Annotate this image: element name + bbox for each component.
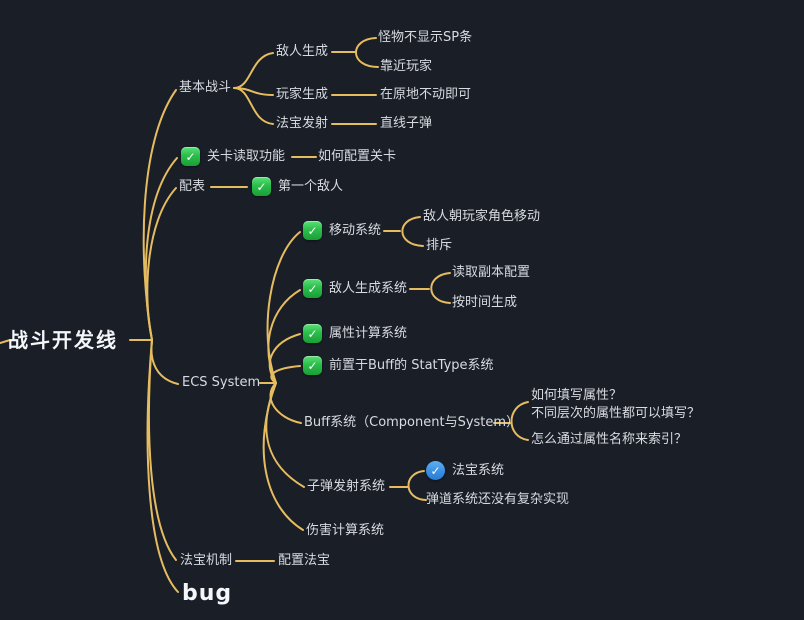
node-label: 敌人生成系统: [329, 280, 408, 296]
node-approach-player[interactable]: 靠近玩家: [380, 58, 432, 76]
node-label: 子弹发射系统: [307, 479, 386, 494]
node-label: 排斥: [426, 238, 453, 253]
branch-level-loading[interactable]: ✓ 关卡读取功能: [181, 147, 285, 166]
connector-root-left-stub: [0, 339, 11, 344]
node-label: 前置于Buff的 StatType系统: [329, 357, 494, 373]
node-enemy-spawn-system[interactable]: ✓ 敌人生成系统: [303, 279, 407, 298]
node-enemy-move-to-player[interactable]: 敌人朝玩家角色移动: [423, 208, 540, 226]
node-attr-calc-system[interactable]: ✓ 属性计算系统: [303, 324, 407, 343]
connector-ecs-move-system: [266, 231, 301, 384]
node-how-config-level[interactable]: 如何配置关卡: [318, 148, 396, 166]
node-label: 怪物不显示SP条: [378, 30, 473, 45]
node-buff-system[interactable]: Buff系统（Component与System）: [304, 414, 519, 432]
task-done-check-icon: ✓: [303, 324, 322, 343]
connector-ecs-buff-system: [269, 382, 302, 424]
node-stay-in-place[interactable]: 在原地不动即可: [380, 86, 471, 104]
task-done-check-icon: ✓: [303, 279, 322, 298]
branch-treasure-mechanism[interactable]: 法宝机制: [180, 552, 232, 570]
node-label: 如何填写属性？ 不同层次的属性都可以填写？: [531, 388, 701, 421]
node-spawn-by-time[interactable]: 按时间生成: [452, 294, 517, 312]
branch-label: bug: [182, 581, 233, 606]
node-move-system[interactable]: ✓ 移动系统: [303, 221, 381, 240]
branch-label: ECS System: [182, 375, 261, 390]
node-repulsion[interactable]: 排斥: [426, 237, 452, 255]
task-done-check-icon: ✓: [181, 147, 200, 166]
node-label: Buff系统（Component与System）: [304, 415, 520, 430]
node-damage-calc-system[interactable]: 伤害计算系统: [306, 522, 384, 540]
task-done-check-icon: ✓: [303, 221, 322, 240]
node-label: 法宝发射: [276, 116, 329, 131]
connector-root-ecs: [150, 339, 179, 385]
node-label: 敌人朝玩家角色移动: [423, 209, 541, 224]
branch-label: 基本战斗: [179, 80, 232, 95]
node-first-enemy[interactable]: ✓ 第一个敌人: [252, 177, 343, 196]
node-read-dungeon-config[interactable]: 读取副本配置: [452, 264, 530, 282]
node-label: 读取副本配置: [452, 265, 531, 280]
node-config-treasure[interactable]: 配置法宝: [278, 552, 330, 570]
connector-root-config-table: [146, 187, 177, 341]
node-label: 靠近玩家: [380, 59, 433, 74]
node-monster-no-sp-bar[interactable]: 怪物不显示SP条: [378, 29, 472, 47]
branch-config-table[interactable]: 配表: [179, 178, 205, 196]
node-label: 如何配置关卡: [318, 149, 397, 164]
connector-ecs-enemy-spawn-system: [267, 289, 301, 384]
node-label: 在原地不动即可: [380, 87, 472, 102]
node-label: 弹道系统还没有复杂实现: [426, 492, 570, 507]
node-label: 属性计算系统: [329, 325, 408, 341]
connector-move-system-bracket: [401, 216, 424, 247]
node-label: 法宝系统: [452, 462, 505, 478]
task-done-check-icon: ✓: [303, 356, 322, 375]
node-bullet-fire-system[interactable]: 子弹发射系统: [307, 478, 385, 496]
node-treasure-fire[interactable]: 法宝发射: [276, 115, 328, 133]
node-label: 怎么通过属性名称来索引？: [531, 432, 688, 447]
connector-buff-system-bracket: [510, 401, 529, 441]
branch-bug[interactable]: bug: [182, 580, 232, 608]
connector-enemy-spawn-bracket: [355, 37, 379, 68]
connector-ecs-attr-calc: [268, 333, 301, 384]
node-label: 配置法宝: [278, 553, 331, 568]
task-progress-check-icon: ✓: [426, 461, 445, 480]
connector-ecs-damage-calc: [262, 382, 304, 531]
root-label: 战斗开发线: [8, 328, 118, 352]
node-enemy-spawn[interactable]: 敌人生成: [276, 43, 328, 61]
node-label: 伤害计算系统: [306, 523, 385, 538]
node-label: 移动系统: [329, 222, 382, 238]
node-treasure-system[interactable]: ✓ 法宝系统: [426, 461, 504, 480]
connector-basic-enemy-spawn: [233, 52, 274, 89]
connector-root-bug: [146, 339, 179, 593]
connector-ecs-bullet-fire: [265, 382, 305, 488]
node-label: 按时间生成: [452, 295, 518, 310]
branch-label: 配表: [179, 179, 206, 194]
connector-basic-treasure-fire: [233, 87, 274, 125]
branch-label: 关卡读取功能: [207, 148, 286, 164]
branch-basic-combat[interactable]: 基本战斗: [179, 79, 231, 97]
node-label: 敌人生成: [276, 44, 329, 59]
branch-ecs-system[interactable]: ECS System: [182, 374, 260, 392]
node-buff-questions[interactable]: 如何填写属性？ 不同层次的属性都可以填写？: [531, 387, 700, 423]
node-root[interactable]: 战斗开发线: [8, 326, 118, 354]
node-stattype-system[interactable]: ✓ 前置于Buff的 StatType系统: [303, 356, 494, 375]
node-attr-name-index[interactable]: 怎么通过属性名称来索引？: [531, 431, 687, 449]
node-label: 玩家生成: [276, 87, 329, 102]
node-player-spawn[interactable]: 玩家生成: [276, 86, 328, 104]
branch-label: 法宝机制: [180, 553, 233, 568]
task-done-check-icon: ✓: [252, 177, 271, 196]
connector-enemy-spawn-sys-bracket: [430, 272, 451, 304]
node-label: 直线子弹: [380, 116, 433, 131]
node-trajectory-note[interactable]: 弹道系统还没有复杂实现: [426, 491, 569, 509]
connector-bullet-fire-bracket: [407, 470, 427, 501]
node-straight-bullet[interactable]: 直线子弹: [380, 115, 432, 133]
node-label: 第一个敌人: [278, 178, 344, 194]
connector-ecs-stattype: [270, 365, 301, 384]
